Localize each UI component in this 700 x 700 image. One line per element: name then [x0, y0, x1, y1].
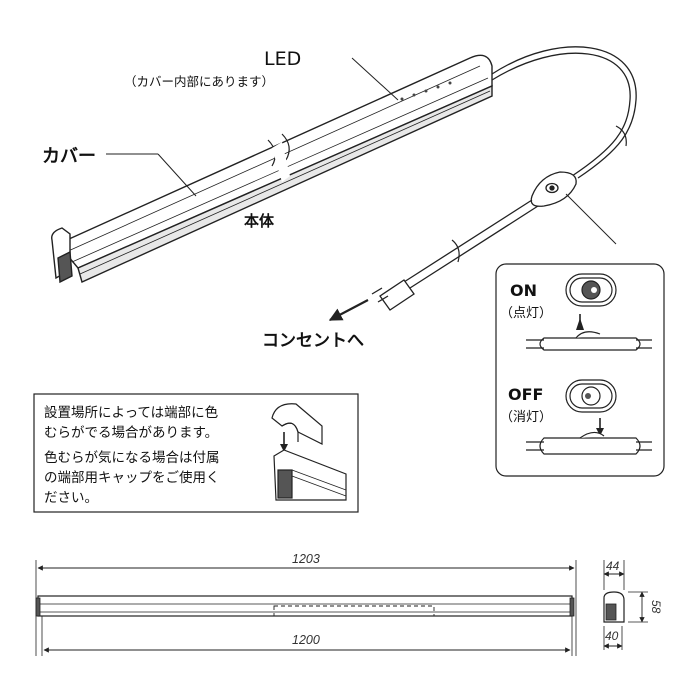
off-sub: （消灯）: [500, 410, 552, 425]
led-label: LED: [264, 48, 301, 70]
note-line-3: 色むらが気になる場合は付属: [44, 449, 220, 466]
off-switch-icon: [526, 379, 652, 455]
led-dots: [400, 81, 452, 101]
dimension-drawing: [35, 560, 648, 656]
leader-lines: [106, 57, 617, 245]
light-bar: [51, 54, 493, 284]
note-line-5: ださい。: [44, 490, 98, 506]
note-line-4: の端部用キャップをご使用く: [44, 469, 220, 486]
body-label: 本体: [244, 212, 275, 230]
note-line-2: むらがでる場合があります。: [44, 425, 218, 441]
power-cord: [371, 46, 637, 311]
end-cap-illustration: [271, 403, 347, 501]
note-line-1: 設置場所によっては端部に色: [44, 404, 218, 421]
dim-total-length: 1203: [292, 552, 320, 566]
on-label: ON: [510, 281, 537, 300]
outlet-arrow: [328, 299, 369, 321]
cover-label: カバー: [42, 146, 96, 167]
switch-box: ON （点灯） OFF （消灯）: [495, 263, 665, 477]
dim-body-length: 1200: [292, 633, 320, 647]
off-label: OFF: [508, 385, 543, 404]
on-switch-icon: [526, 273, 652, 351]
led-note: （カバー内部にあります）: [124, 74, 274, 89]
on-sub: （点灯）: [500, 306, 552, 321]
outlet-label: コンセントへ: [262, 331, 364, 351]
dim-height: 58: [649, 600, 663, 614]
dim-bottom-width: 40: [605, 629, 619, 643]
dim-top-width: 44: [606, 559, 620, 573]
note-box: 設置場所によっては端部に色 むらがでる場合があります。 色むらが気になる場合は付…: [33, 393, 359, 513]
